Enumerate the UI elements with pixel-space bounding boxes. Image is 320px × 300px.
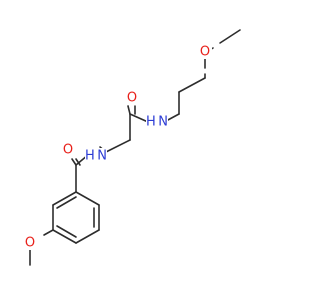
bond [105,139,131,153]
amide-nitrogen-lower-atom: H N [85,148,107,164]
bond [165,113,180,122]
bond [43,229,54,236]
bond [75,158,81,166]
atom-label: O [63,143,73,158]
bond [127,105,131,115]
atom-label: H N [85,149,107,164]
bond [75,191,100,206]
atom-label: O [127,91,137,106]
bond [56,196,77,209]
molecule-diagram: O H N O H N O O [23,29,241,266]
bond [129,113,149,123]
bond [178,77,206,93]
bond [56,225,77,238]
bond [219,29,241,44]
ether-oxygen-atom: O [198,45,212,60]
atom-label: O [25,236,35,251]
carbonyl-oxygen-lower-atom: O [61,143,75,158]
amide-nitrogen-upper-atom: H N [146,114,168,130]
bond [75,229,100,244]
bond [52,229,77,244]
bond [52,191,77,206]
atom-label: O [200,45,210,60]
bond [71,158,77,166]
atom-label: H N [146,115,168,130]
methoxy-oxygen-atom: O [23,236,37,251]
carbonyl-oxygen-upper-atom: O [125,91,139,106]
atoms: O H N O H N O O [23,45,212,251]
